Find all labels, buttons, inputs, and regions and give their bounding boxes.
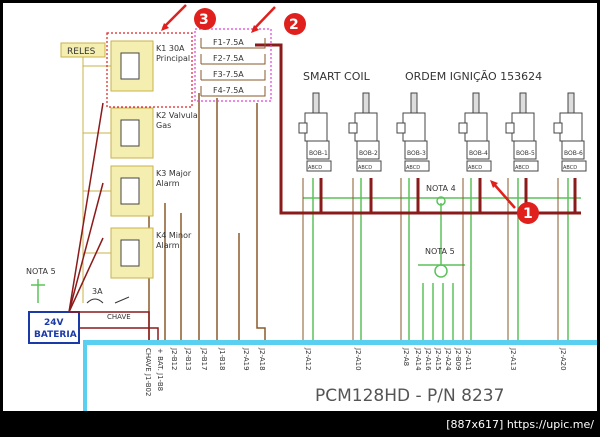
pin-label: J2-A8 xyxy=(402,347,410,366)
signal-wires xyxy=(148,93,266,340)
callout-arrows xyxy=(161,4,516,209)
fuse-4: F4-7.5A xyxy=(200,86,266,97)
coil-label: BOB-1 xyxy=(309,150,328,157)
coil-label: BOB-4 xyxy=(469,150,488,157)
highlight-box-k1 xyxy=(106,32,193,108)
svg-text:3: 3 xyxy=(199,12,209,28)
fuse-3a-symbol xyxy=(86,298,104,304)
pin-label: J2-A18 xyxy=(258,347,266,371)
fuse-label: F4-7.5A xyxy=(213,86,244,95)
pin-label: J2-A11 xyxy=(464,347,472,371)
red-power-wire xyxy=(255,43,581,215)
chave-label: CHAVE xyxy=(107,313,131,321)
coil-label: BOB-6 xyxy=(564,150,583,157)
coil-pins: ABCD xyxy=(308,165,322,171)
coil-pins: ABCD xyxy=(358,165,372,171)
fuse-label: F3-7.5A xyxy=(213,70,244,79)
pin-label: J2-A20 xyxy=(559,347,567,371)
fuse-3a-label: 3A xyxy=(92,287,103,296)
pin-label: CHAVE J1-B02 xyxy=(144,348,152,396)
pcm-part-number: PCM128HD - P/N 8237 xyxy=(315,386,504,406)
coil-pins: ABCD xyxy=(515,165,529,171)
pin-label: J2-A15 xyxy=(434,347,442,371)
relay-label: K3 Major xyxy=(156,169,192,178)
highlight-box-fuses xyxy=(194,28,272,102)
battery-voltage: 24V xyxy=(44,318,64,328)
svg-text:2: 2 xyxy=(289,17,299,33)
pin-label: J2-A19 xyxy=(242,347,250,371)
fuse-3: F3-7.5A xyxy=(200,70,266,81)
green-coil-wires xyxy=(303,178,581,340)
battery-wires xyxy=(68,102,159,340)
coil-signal-wires xyxy=(302,178,559,340)
pcm-pin-labels: CHAVE J1-B02 + BAT. J1-B8 J2-B12 J2-B13 J2-B… xyxy=(144,347,567,396)
relay-sublabel: Gas xyxy=(156,121,171,130)
fuse-label: F2-7.5A xyxy=(213,54,244,63)
schematic-sheet: SMART COIL ORDEM IGNIÇÃO 153624 xyxy=(3,3,597,411)
nota4-label: NOTA 4 xyxy=(426,184,456,193)
pin-label: J2-A24 xyxy=(444,347,452,371)
pin-label: + BAT. J1-B8 xyxy=(156,348,164,391)
pin-label: J2-A12 xyxy=(304,347,312,371)
fuse-label: F1-7.5A xyxy=(213,38,244,47)
relay-sublabel: Principal xyxy=(156,54,190,63)
pcm-connector-bus xyxy=(85,340,597,345)
badge-3: 3 xyxy=(194,8,216,30)
nota5-label: NOTA 5 xyxy=(425,247,455,256)
pin-label: J1-B18 xyxy=(218,347,226,371)
pin-label: J2-B09 xyxy=(454,347,462,371)
coil-group: BOB-1ABCDBOB-2ABCDBOB-3ABCDBOB-4ABCDBOB-… xyxy=(298,92,587,172)
chave-switch xyxy=(114,296,130,304)
nota5-left-label: NOTA 5 xyxy=(26,267,56,276)
reles-label: RELES xyxy=(67,47,96,57)
relay-label: K2 Valvula xyxy=(156,111,198,120)
pin-label: J2-A13 xyxy=(509,347,517,371)
nota5-ground-symbol xyxy=(434,264,448,278)
watermark-bar: [887x617] https://upic.me/ xyxy=(0,411,600,437)
pin-label: J2-A10 xyxy=(354,347,362,371)
coil-pins: ABCD xyxy=(406,165,420,171)
coil-pins: ABCD xyxy=(563,165,577,171)
relay-sublabel: Alarm xyxy=(156,241,180,250)
nota4-ground-symbol xyxy=(436,196,446,206)
pin-label: J2-B13 xyxy=(184,347,192,371)
fuse-1: F1-7.5A xyxy=(200,38,266,49)
battery-label: BATERIA xyxy=(34,330,77,340)
pin-label: J2-B17 xyxy=(200,347,208,371)
coil-pins: ABCD xyxy=(468,165,482,171)
svg-text:1: 1 xyxy=(523,206,533,222)
badge-1: 1 xyxy=(517,202,539,224)
coil-label: BOB-2 xyxy=(359,150,378,157)
watermark-text: [887x617] https://upic.me/ xyxy=(446,418,594,431)
relay-label: K4 Minor xyxy=(156,231,192,240)
fuse-block: F1-7.5A F2-7.5A F3-7.5A F4-7.5A xyxy=(200,38,266,97)
fuse-2: F2-7.5A xyxy=(200,54,266,65)
pin-label: J2-A14 xyxy=(414,347,422,371)
relay-sublabel: Alarm xyxy=(156,179,180,188)
ignition-order-label: ORDEM IGNIÇÃO 153624 xyxy=(405,70,542,83)
pin-label: J2-B12 xyxy=(170,347,178,371)
coil-label: BOB-5 xyxy=(516,150,535,157)
relay-label: K1 30A xyxy=(156,44,185,53)
coil-label: BOB-3 xyxy=(407,150,426,157)
smart-coil-label: SMART COIL xyxy=(303,70,371,83)
badge-2: 2 xyxy=(284,13,306,35)
wiring-diagram: SMART COIL ORDEM IGNIÇÃO 153624 xyxy=(26,4,597,411)
pin-label: J2-A16 xyxy=(424,347,432,371)
